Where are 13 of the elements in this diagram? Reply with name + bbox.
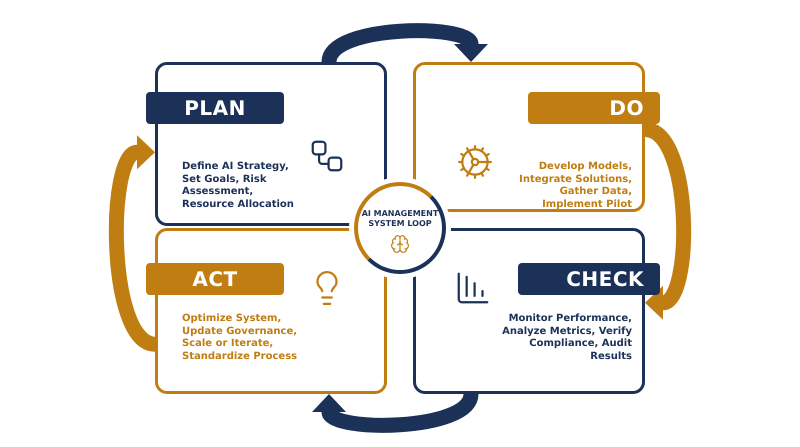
phase-heading: DO: [528, 92, 660, 124]
phase-description: Develop Models, Integrate Solutions, Gather Data, Implement Pilot: [518, 161, 632, 211]
phase-description: Define AI Strategy, Set Goals, Risk Assessment, Resource Allocation: [182, 161, 295, 211]
phase-description: Optimize System, Update Governance, Scale or Iterate, Standardize Process: [182, 313, 298, 363]
center-title: AI MANAGEMENT SYSTEM LOOP: [360, 208, 440, 230]
phase-description: Monitor Performance, Analyze Metrics, Verify Compliance, Audit Results: [502, 313, 632, 363]
cycle-arrow: [108, 137, 158, 352]
cycle-arrow: [314, 392, 478, 433]
phase-heading: PLAN: [146, 92, 284, 124]
cycle-arrow: [322, 23, 486, 64]
phase-heading: CHECK: [518, 263, 660, 295]
cycle-arrow: [642, 122, 692, 318]
phase-heading: ACT: [146, 263, 284, 295]
